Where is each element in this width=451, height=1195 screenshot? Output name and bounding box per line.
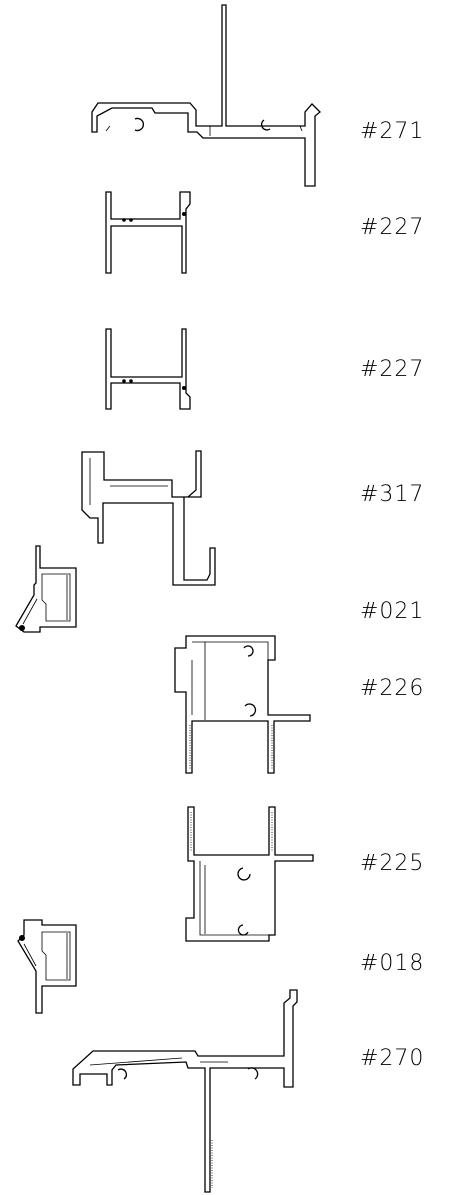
profile-label: #018 <box>360 951 425 976</box>
profile-label: #225 <box>360 851 425 876</box>
profile-021-drawing <box>15 545 77 633</box>
profile-label: #021 <box>360 599 425 624</box>
profile-label: #271 <box>360 119 425 144</box>
profile-018-drawing <box>17 919 77 1014</box>
profile-label: #227 <box>360 357 425 382</box>
profile-227-drawing-1 <box>105 191 191 274</box>
profile-label: #270 <box>360 1046 425 1071</box>
profile-225-drawing <box>185 806 314 942</box>
profile-label: #227 <box>360 215 425 240</box>
profile-227-drawing-2 <box>105 328 191 410</box>
profile-226-drawing <box>174 635 311 774</box>
profile-270-drawing <box>72 989 298 1193</box>
profile-label: #226 <box>360 676 425 701</box>
profile-317-drawing <box>81 450 216 586</box>
profile-271-drawing <box>91 4 321 187</box>
profile-label: #317 <box>360 482 425 507</box>
